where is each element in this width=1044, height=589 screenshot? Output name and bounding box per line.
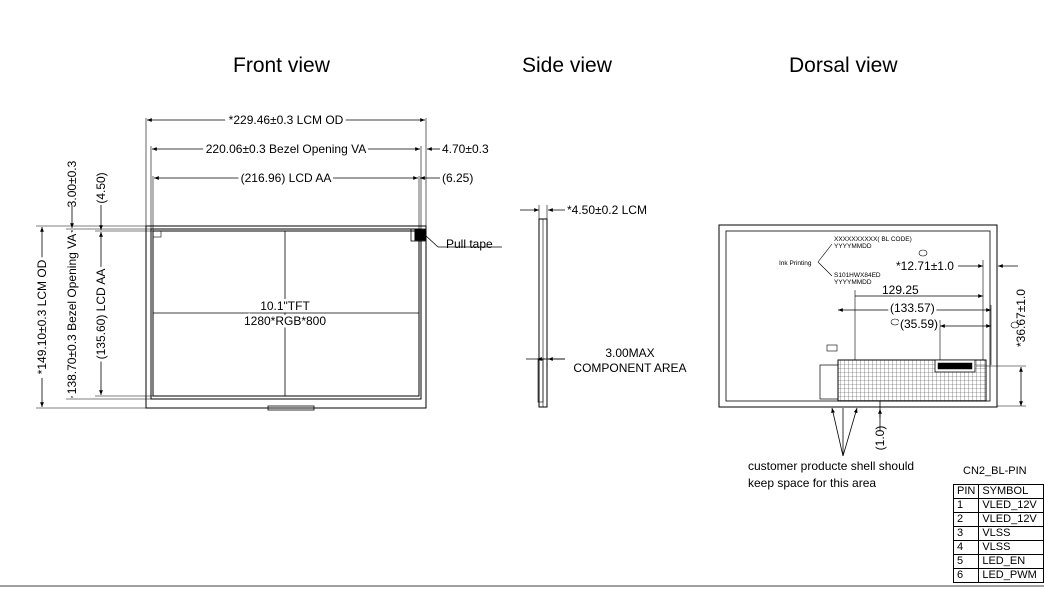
- pin-symbol: LED_EN: [978, 554, 1044, 569]
- dorsal-date1: YYYYMMDD: [834, 243, 872, 250]
- pin-table-header-row: PIN SYMBOL: [952, 484, 1044, 499]
- lcm-outline: [145, 225, 427, 409]
- customer-note-line2: keep space for this area: [748, 476, 876, 490]
- pin-number: 4: [952, 540, 980, 555]
- dorsal-view-title: Dorsal view: [789, 54, 898, 77]
- dorsal-dim-1271: *12.71±1.0: [896, 259, 954, 273]
- dorsal-bl-code: XXXXXXXXXX( BL CODE): [834, 236, 912, 243]
- pin-number: 1: [952, 498, 980, 513]
- front-lcd-aa-width: (216.96) LCD AA: [241, 171, 332, 185]
- dorsal-dim-12925: 129.25: [882, 283, 919, 297]
- front-lcm-od-height: *149.10±0.3 LCM OD: [35, 259, 49, 374]
- pull-tape-mark: [414, 229, 426, 241]
- dorsal-outline: [718, 224, 998, 408]
- front-lcd-aa-height: (135.60) LCD AA: [94, 269, 108, 360]
- pin-symbol: VLSS: [978, 540, 1044, 555]
- side-view: [520, 205, 565, 408]
- fpc-tab: [267, 405, 315, 411]
- pin-symbol: VLED_12V: [978, 512, 1044, 527]
- pin-number: 2: [952, 512, 980, 527]
- dorsal-model: S101HWX84ED: [834, 272, 881, 279]
- symbol-header: SYMBOL: [978, 484, 1044, 499]
- front-view: [36, 118, 502, 411]
- dorsal-date2: YYYYMMDD: [834, 279, 872, 286]
- dorsal-dim-3559: (35.59): [900, 317, 938, 331]
- pin-table-caption: CN2_BL-PIN: [963, 465, 1027, 477]
- lcd-active-area: [152, 230, 420, 397]
- side-thickness: *4.50±0.2 LCM: [567, 203, 647, 217]
- pin-number: 3: [952, 526, 980, 541]
- panel-size-label: 10.1"TFT: [260, 299, 310, 313]
- pull-tape-label: Pull tape: [446, 237, 493, 251]
- front-bezel-offset: 4.70±0.3: [442, 142, 489, 156]
- front-view-title: Front view: [233, 54, 330, 77]
- pin-header: PIN: [952, 484, 980, 499]
- component-area-line1: 3.00MAX: [605, 346, 654, 360]
- side-view-title: Side view: [522, 54, 612, 77]
- dorsal-dim-3667: *36.67±1.0: [1014, 289, 1028, 347]
- pin-number: 5: [952, 554, 980, 569]
- front-aa-offset: (6.25): [442, 171, 473, 185]
- front-lcm-od-width: *229.46±0.3 LCM OD: [229, 113, 344, 127]
- pin-symbol: LED_PWM: [978, 568, 1044, 583]
- dorsal-dim-10: (1.0): [873, 426, 887, 451]
- pin-number: 6: [952, 568, 980, 583]
- bezel-opening: [150, 228, 422, 400]
- front-bezel-top: 3.00±0.3: [65, 160, 79, 207]
- front-aa-top: (4.50): [94, 172, 108, 203]
- panel-resolution-label: 1280*RGB*800: [244, 314, 326, 328]
- component-area-line2: COMPONENT AREA: [573, 361, 686, 375]
- dorsal-dim-13357: (133.57): [890, 301, 935, 315]
- front-bezel-va-height: 138.70±0.3 Bezel Opening VA: [65, 234, 79, 394]
- customer-note-line1: customer producte shell should: [748, 459, 914, 473]
- pin-symbol: VLED_12V: [978, 498, 1044, 513]
- front-bezel-va-width: 220.06±0.3 Bezel Opening VA: [206, 142, 366, 156]
- dorsal-view: [718, 224, 1026, 457]
- pin-symbol: VLSS: [978, 526, 1044, 541]
- dorsal-ink-printing: Ink Printing: [779, 260, 812, 267]
